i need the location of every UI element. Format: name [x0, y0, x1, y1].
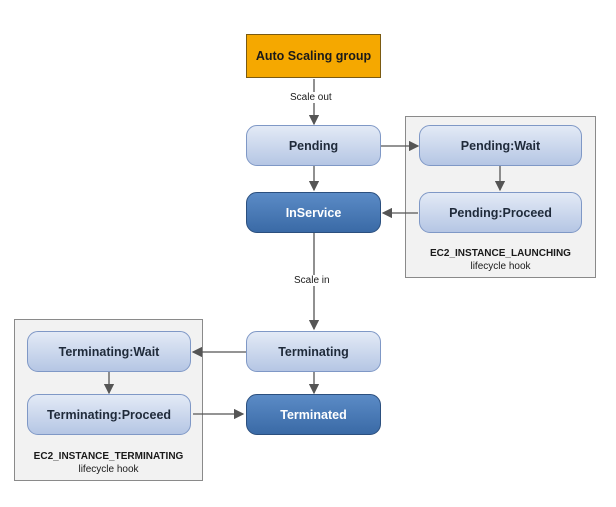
terminating-hook-event: EC2_INSTANCE_TERMINATING: [33, 451, 184, 462]
launching-hook-caption: lifecycle hook: [470, 261, 531, 272]
terminating-wait-node: Terminating:Wait: [27, 331, 191, 372]
terminating-hook-label: EC2_INSTANCE_TERMINATING lifecycle hook: [14, 450, 203, 476]
terminated-node: Terminated: [246, 394, 381, 435]
terminating-proceed-node: Terminating:Proceed: [27, 394, 191, 435]
pending-proceed-node: Pending:Proceed: [419, 192, 582, 233]
edge-label-scale-out: Scale out: [288, 92, 334, 103]
terminating-node: Terminating: [246, 331, 381, 372]
edge-label-scale-in: Scale in: [292, 275, 332, 286]
pending-wait-node: Pending:Wait: [419, 125, 582, 166]
launching-hook-label: EC2_INSTANCE_LAUNCHING lifecycle hook: [405, 247, 596, 273]
terminating-hook-caption: lifecycle hook: [78, 464, 139, 475]
inservice-node: InService: [246, 192, 381, 233]
auto-scaling-group-node: Auto Scaling group: [246, 34, 381, 78]
pending-node: Pending: [246, 125, 381, 166]
launching-hook-event: EC2_INSTANCE_LAUNCHING: [430, 248, 571, 259]
